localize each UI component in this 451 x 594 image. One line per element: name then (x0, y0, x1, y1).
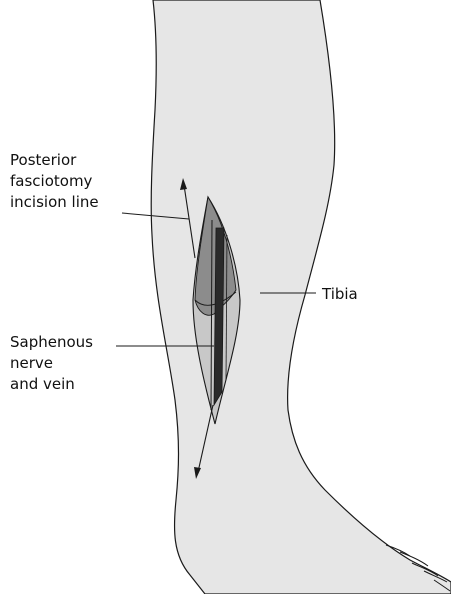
label-line: nerve (10, 353, 93, 374)
label-line: and vein (10, 374, 93, 395)
label-posterior-fasciotomy: Posterior fasciotomy incision line (10, 150, 99, 213)
label-line: incision line (10, 192, 99, 213)
label-line: Posterior (10, 150, 99, 171)
saphenous-vessel (214, 228, 224, 405)
label-line: Saphenous (10, 332, 93, 353)
label-tibia: Tibia (322, 284, 358, 305)
label-line: Tibia (322, 284, 358, 305)
label-line: fasciotomy (10, 171, 99, 192)
label-saphenous-nerve-vein: Saphenous nerve and vein (10, 332, 93, 395)
